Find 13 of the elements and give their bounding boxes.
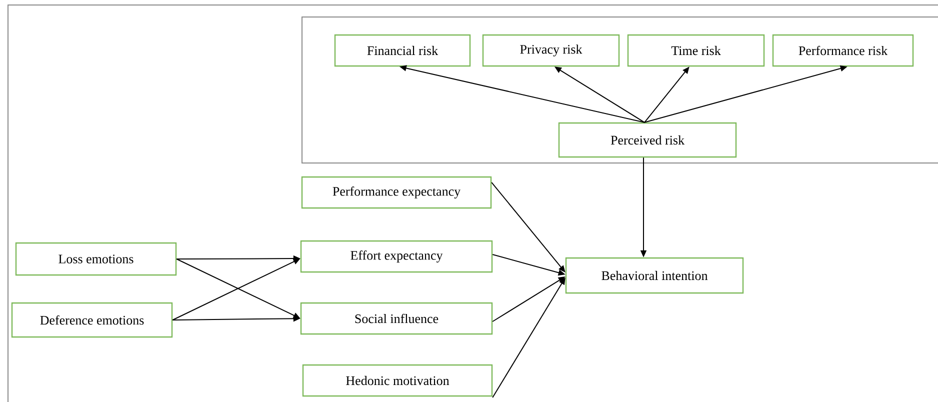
concept-box: Privacy risk bbox=[482, 34, 620, 67]
concept-box: Effort expectancy bbox=[300, 240, 493, 273]
concept-box: Perceived risk bbox=[558, 122, 737, 158]
concept-box: Loss emotions bbox=[15, 242, 177, 276]
concept-box: Hedonic motivation bbox=[302, 364, 493, 397]
arrow bbox=[491, 182, 566, 272]
concept-box: Behavioral intention bbox=[565, 257, 744, 294]
concept-box: Financial risk bbox=[334, 34, 471, 67]
concept-box: Performance risk bbox=[772, 34, 914, 67]
concept-box: Deference emotions bbox=[11, 302, 173, 338]
concept-box: Social influence bbox=[300, 302, 493, 335]
concept-box: Performance expectancy bbox=[301, 176, 492, 209]
concept-box: Time risk bbox=[627, 34, 765, 67]
